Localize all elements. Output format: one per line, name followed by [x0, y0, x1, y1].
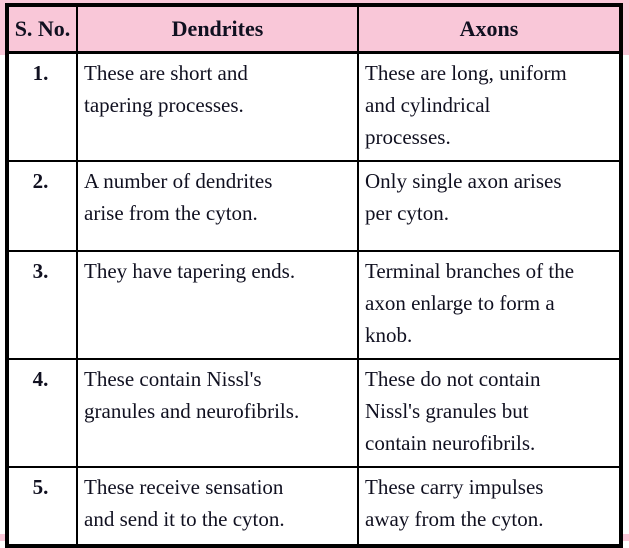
header-row: S. No. Dendrites Axons [6, 4, 622, 54]
header-cell-sno: S. No. [6, 4, 78, 54]
axons-cell: Only single axon arises per cyton. [357, 160, 622, 252]
sno-cell: 3. [6, 250, 78, 360]
table-row: 3. They have tapering ends. Terminal bra… [6, 250, 622, 360]
axons-cell: These carry impulses away from the cyton… [357, 466, 622, 547]
header-cell-axons: Axons [357, 4, 622, 54]
axons-cell: These do not contain Nissl's granules bu… [357, 358, 622, 468]
table-row: 4. These contain Nissl's granules and ne… [6, 358, 622, 468]
axons-cell: These are long, uniform and cylindrical … [357, 51, 622, 162]
sno-cell: 5. [6, 466, 78, 547]
sno-cell: 1. [6, 51, 78, 162]
table-row: 5. These receive sensation and send it t… [6, 466, 622, 547]
sno-cell: 2. [6, 160, 78, 252]
dendrites-cell: They have tapering ends. [76, 250, 359, 360]
header-cell-dendrites: Dendrites [76, 4, 359, 54]
sno-cell: 4. [6, 358, 78, 468]
dendrites-cell: These contain Nissl's granules and neuro… [76, 358, 359, 468]
table-row: 1. These are short and tapering processe… [6, 51, 622, 162]
axons-cell: Terminal branches of the axon enlarge to… [357, 250, 622, 360]
table-row: 2. A number of dendrites arise from the … [6, 160, 622, 252]
dendrites-cell: These receive sensation and send it to t… [76, 466, 359, 547]
dendrites-cell: A number of dendrites arise from the cyt… [76, 160, 359, 252]
dendrites-cell: These are short and tapering processes. [76, 51, 359, 162]
dendrites-axons-comparison-table: S. No. Dendrites Axons 1. These are shor… [5, 3, 623, 548]
